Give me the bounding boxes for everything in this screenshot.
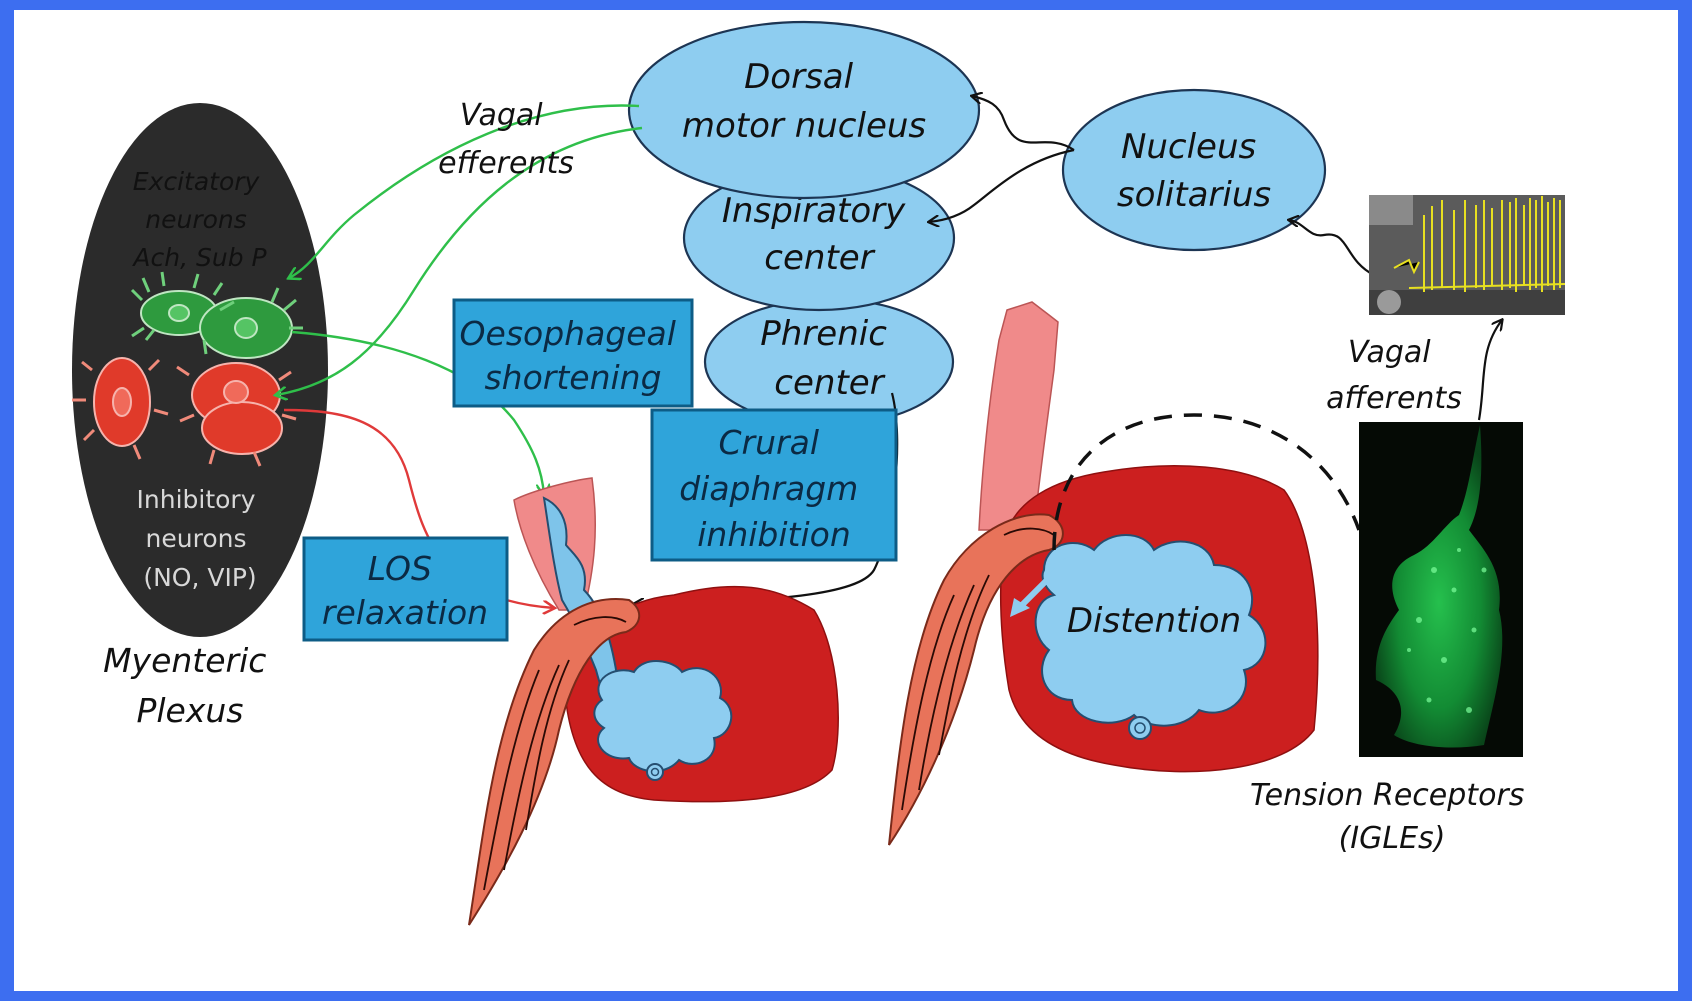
stomach-right-illustration: Distention — [889, 302, 1359, 845]
node-dorsal-motor-nucleus: Dorsal motor nucleus — [629, 22, 979, 198]
node-phrenic-center: Phrenic center — [705, 299, 953, 425]
myenteric-plexus: Excitatory neurons Ach, Sub P Inhibitory… — [72, 103, 328, 730]
inhibitory-label: Inhibitory neurons (NO, VIP) — [137, 485, 264, 592]
afferent-recording-trace — [1369, 195, 1565, 315]
excitatory-label: Excitatory neurons Ach, Sub P — [131, 167, 267, 272]
distention-label: Distention — [1067, 601, 1241, 641]
tension-receptors-label: Tension Receptors (IGLEs) — [1250, 778, 1534, 856]
diagram-canvas: Excitatory neurons Ach, Sub P Inhibitory… — [14, 10, 1678, 991]
vagal-afferents-label: Vagal afferents — [1326, 335, 1462, 416]
diagram-svg: Excitatory neurons Ach, Sub P Inhibitory… — [14, 10, 1678, 991]
afferent-up-arrow — [1479, 320, 1502, 420]
igle-micrograph — [1359, 422, 1523, 757]
node-nucleus-solitarius: Nucleus solitarius — [1063, 90, 1325, 250]
box-crural-diaphragm-inhibition: Crural diaphragm inhibition — [652, 410, 896, 560]
vagal-efferents-label: Vagal efferents — [438, 98, 574, 181]
myenteric-plexus-label: Myenteric Plexus — [103, 641, 277, 730]
box-los-relaxation: LOS relaxation — [304, 538, 507, 640]
stomach-left-contents — [594, 661, 731, 771]
box-oesophageal-shortening: Oesophageal shortening — [454, 300, 692, 406]
trace-to-solitarius-arrow — [1289, 220, 1374, 275]
